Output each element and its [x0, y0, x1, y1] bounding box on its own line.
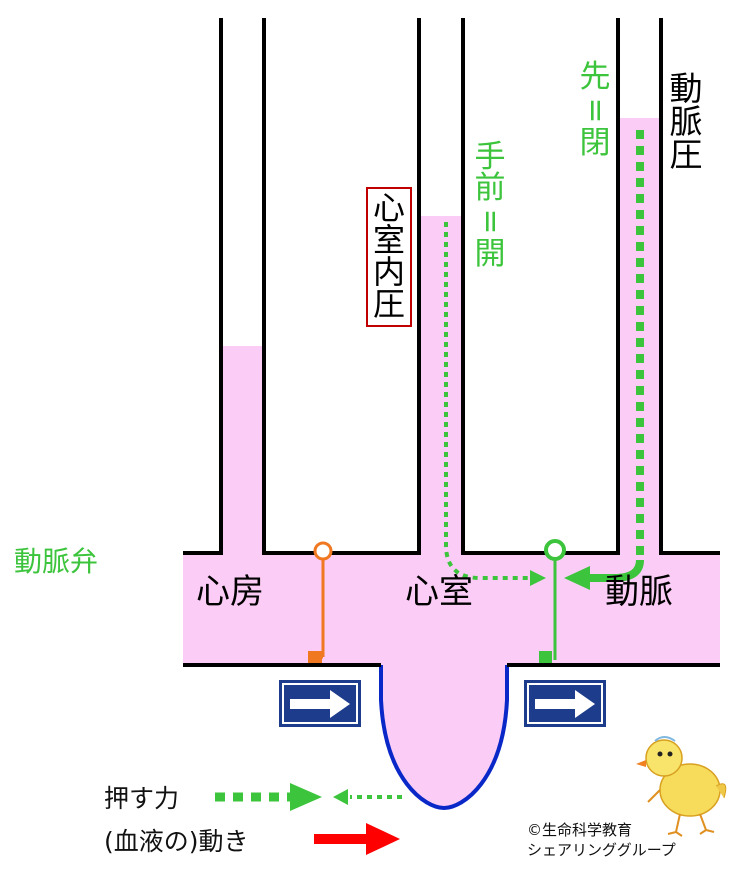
- vertical-glyph: 圧: [669, 135, 703, 174]
- orange-valve-pivot: [313, 541, 333, 561]
- legend-push-thick-arrowhead: [290, 783, 322, 811]
- orange-valve-hinge: [308, 651, 322, 663]
- ventricular-pressure-box: [366, 187, 412, 327]
- legend-motion-arrowhead: [366, 823, 400, 855]
- vertical-glyph: 閉: [579, 125, 611, 161]
- ventricular-pressure-label: 心室内圧: [370, 192, 408, 320]
- atrium-tube-fluid: [221, 346, 264, 556]
- arterial-pressure-label: 動脈圧: [666, 72, 706, 171]
- vertical-glyph: 手: [474, 139, 506, 175]
- green-valve-hinge: [539, 651, 552, 663]
- vertical-glyph: 圧: [372, 285, 405, 323]
- green-valve-pivot: [544, 539, 566, 561]
- credit-line-2: シェアリンググループ: [527, 841, 676, 860]
- right-arrow-sign-icon: [279, 680, 361, 727]
- artery-label: 動脈: [605, 572, 673, 612]
- ventricle-pressure-dotted-arrow: [444, 222, 532, 580]
- legend-push-force: 押す力: [104, 784, 180, 813]
- artery-pressure-curve: [613, 559, 644, 582]
- credit-line-1: ©生命科学教育: [527, 821, 633, 839]
- ventricle-label: 心室: [405, 572, 473, 612]
- atrium-label: 心房: [196, 572, 264, 612]
- vertical-glyph: =: [577, 97, 614, 124]
- ahead-closed-label: 先=閉: [575, 62, 615, 159]
- vertical-glyph: 先: [579, 59, 611, 95]
- ventricle-tube-fluid: [419, 216, 463, 556]
- artery-pressure-arrowhead: [564, 566, 590, 590]
- front-open-label: 手前=開: [470, 142, 510, 270]
- vertical-glyph: 開: [474, 236, 506, 272]
- vertical-glyph: =: [472, 208, 509, 235]
- vertical-glyph: 脈: [669, 102, 703, 141]
- credit: ©生命科学教育 シェアリンググループ: [527, 820, 676, 861]
- chamber-top-wall: [183, 18, 720, 555]
- ventricle-bulb: [381, 665, 507, 808]
- vertical-glyph: 内: [372, 253, 405, 291]
- vertical-glyph: 動: [669, 69, 703, 108]
- legend-blood-motion: (血液の)動き: [104, 827, 249, 856]
- vertical-glyph: 心: [372, 189, 405, 227]
- right-arrow-sign-icon: [524, 680, 606, 727]
- vertical-glyph: 前: [474, 170, 506, 206]
- ventricle-pressure-arrowhead: [530, 570, 546, 586]
- valve-label: 動脈弁: [14, 545, 99, 578]
- ventricle-bulb-outline: [379, 665, 509, 811]
- legend-push-thin-arrowhead: [333, 789, 348, 805]
- chick-mascot-icon: [636, 736, 727, 837]
- vertical-glyph: 室: [372, 221, 405, 259]
